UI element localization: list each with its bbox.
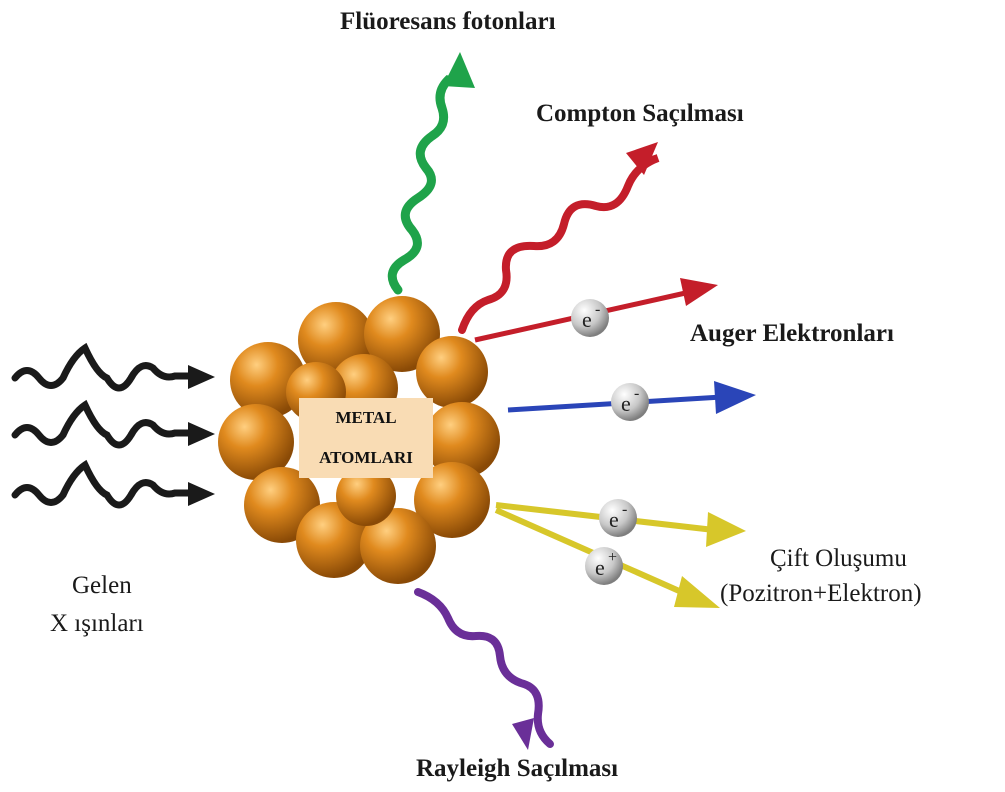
fluorescence-label: Flüoresans fotonları (340, 8, 556, 35)
electron-symbol-3: e (609, 507, 619, 532)
incoming-xray-wave-1 (11, 342, 194, 392)
metal-atoms-label-box: METAL ATOMLARI (299, 398, 433, 478)
incoming-xrays-label-line2: X ışınları (50, 610, 144, 637)
electron-sign-2: - (634, 385, 639, 402)
incoming-xray-wave-2 (11, 399, 194, 449)
positron-symbol: e (595, 555, 605, 580)
auger-label: Auger Elektronları (690, 320, 894, 347)
metal-atoms-label-line1: METAL (335, 408, 397, 427)
electron-sign-3: - (622, 501, 627, 518)
pair-production-label-line1: Çift Oluşumu (770, 545, 907, 572)
positron-sign: + (608, 549, 617, 566)
fluorescence-arrow (387, 52, 475, 295)
pair-production-label-line2: (Pozitron+Elektron) (720, 580, 922, 607)
compton-label: Compton Saçılması (536, 100, 744, 127)
compton-arrow (458, 142, 660, 334)
positron-particle: e + (585, 547, 623, 585)
electron-particle-3: e - (599, 499, 637, 537)
metal-atoms-label-line2: ATOMLARI (319, 448, 413, 467)
electron-symbol-1: e (582, 307, 592, 332)
electron-sign-1: - (595, 301, 600, 318)
metal-atom-cluster (218, 296, 500, 584)
incoming-xray-arrowheads (188, 365, 215, 506)
incoming-xrays-label-line1: Gelen (72, 572, 132, 599)
rayleigh-arrow (414, 588, 554, 750)
incoming-xray-wave-3 (11, 459, 194, 509)
electron-particle-2: e - (611, 383, 649, 421)
electron-particle-1: e - (571, 299, 609, 337)
incoming-xray-arrows (11, 342, 194, 509)
electron-symbol-2: e (621, 391, 631, 416)
rayleigh-label: Rayleigh Saçılması (416, 755, 619, 782)
